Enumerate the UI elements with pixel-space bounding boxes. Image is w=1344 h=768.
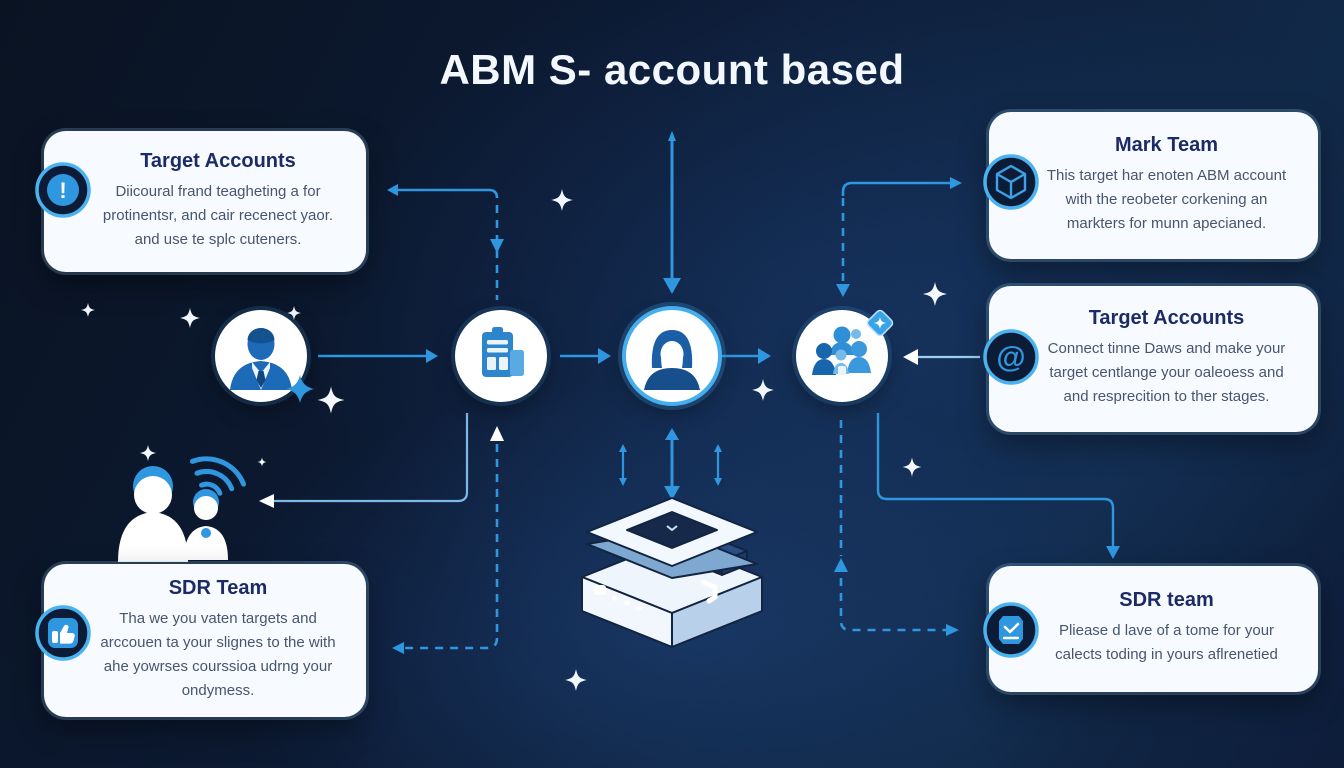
card-target-accounts-top: Target Accounts Diicoural frand teagheti… (44, 131, 366, 272)
svg-text:!: ! (59, 178, 66, 203)
woman-avatar-icon (626, 310, 718, 402)
svg-text:@: @ (996, 341, 1025, 374)
card-target-accounts-right: Target Accounts Connect tinne Daws and m… (989, 286, 1318, 432)
badge-check-icon (981, 600, 1041, 660)
page-title: ABM S- account based (439, 46, 905, 93)
businessman-avatar-icon (215, 310, 314, 403)
card-title: Target Accounts (1088, 307, 1245, 329)
clipboard-icon (455, 310, 547, 402)
diamond-star-badge-icon (866, 309, 894, 337)
isometric-box-icon (581, 497, 763, 648)
sparkle-icon (81, 189, 947, 691)
people-wifi-icon (118, 456, 247, 562)
thumbs-up-icon (33, 603, 93, 663)
card-title: SDR team (1119, 589, 1214, 611)
card-title: Target Accounts (140, 149, 296, 172)
info-icon: ! (33, 160, 93, 220)
cursor-star-badge-icon (286, 375, 314, 403)
card-mark-team: Mark Team This target har enoten ABM acc… (989, 112, 1318, 259)
card-sdr-team-right: SDR team Pliease d lave of a tome for yo… (989, 566, 1318, 692)
card-body: Pliease d lave of a tome for your calect… (1055, 622, 1278, 663)
at-icon: @ (981, 327, 1041, 387)
card-body: This target har enoten ABM account with … (1046, 166, 1287, 232)
cube-icon (981, 152, 1041, 212)
card-body: Diicoural frand teagheting a for protine… (102, 182, 334, 248)
card-body: Tha we you vaten targets and arccouen ta… (100, 609, 336, 699)
card-title: SDR Team (168, 576, 268, 599)
team-group-icon (796, 309, 894, 402)
card-sdr-team-left: SDR Team Tha we you vaten targets and ar… (44, 564, 366, 717)
card-body: Connect tinne Daws and make your target … (1047, 340, 1286, 405)
card-title: Mark Team (1114, 133, 1218, 156)
